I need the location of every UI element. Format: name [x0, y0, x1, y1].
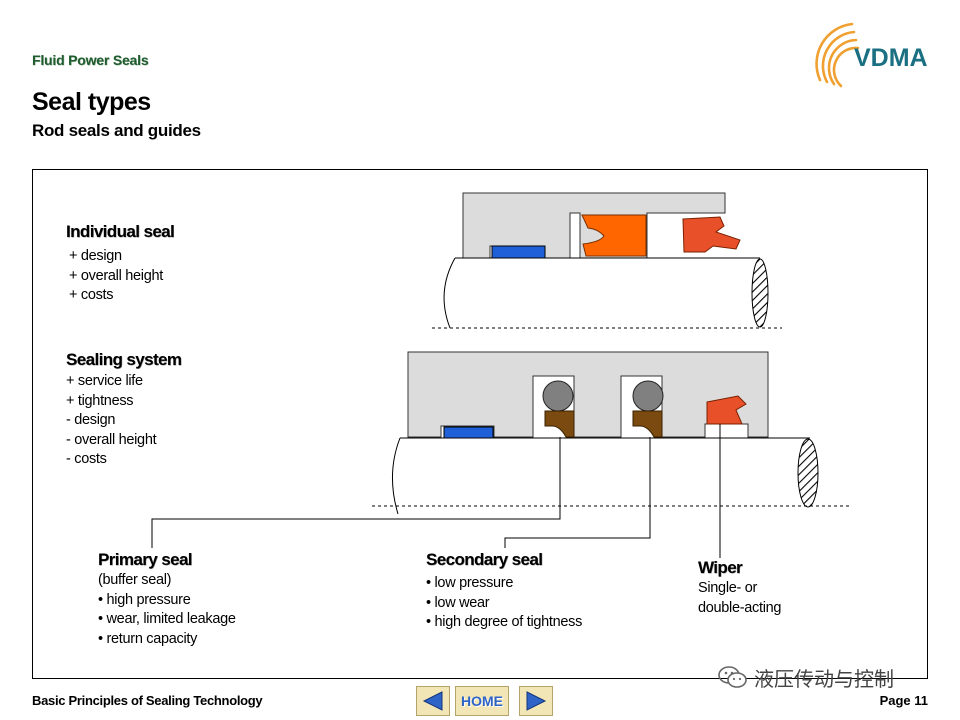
individual-seal-item: + design — [69, 248, 122, 264]
primary-seal-heading: Primary seal — [98, 550, 193, 569]
sealing-system-item: - overall height — [66, 431, 157, 448]
footer-course-title: Basic Principles of Sealing Technology — [32, 693, 263, 708]
primary-seal-item: • return capacity — [98, 630, 198, 647]
sealing-system-item: - design — [66, 412, 116, 428]
left-arrow-icon — [422, 691, 443, 711]
upper-guide-ring — [491, 245, 546, 259]
secondary-backup-ring — [632, 410, 663, 438]
brand-label: Fluid Power Seals — [32, 52, 149, 68]
upper-rod-section — [751, 258, 769, 328]
secondary-seal-leader — [504, 437, 651, 548]
lower-guide-ring — [443, 426, 494, 439]
content-frame — [32, 169, 928, 679]
individual-seal-heading: Individual seal — [66, 222, 175, 241]
watermark-text: 液压传动与控制 — [754, 668, 894, 691]
primary-backup-ring — [544, 410, 575, 438]
watermark: 液压传动与控制 — [718, 660, 938, 694]
page-subtitle: Rod seals and guides — [32, 121, 201, 140]
primary-oring — [542, 380, 574, 412]
secondary-seal-block: Secondary seal • low pressure • low wear… — [426, 550, 582, 633]
secondary-oring — [632, 380, 664, 412]
primary-seal-item: • wear, limited leakage — [98, 611, 236, 627]
vdma-logo-text: VDMA — [854, 44, 928, 72]
secondary-seal-item: • high degree of tightness — [426, 614, 583, 630]
sealing-system-item: + service life — [66, 373, 143, 389]
individual-seal-assembly — [432, 192, 782, 329]
sealing-system-assembly — [372, 351, 852, 515]
wechat-icon — [718, 666, 747, 688]
sealing-system-block: Sealing system + service life + tightnes… — [66, 350, 182, 470]
primary-seal-block: Primary seal (buffer seal) • high pressu… — [98, 550, 236, 649]
primary-seal-leader — [151, 437, 561, 548]
upper-primary-seal — [581, 214, 647, 257]
individual-seal-block: Individual seal + design + overall heigh… — [66, 222, 175, 306]
lower-wiper — [706, 395, 747, 425]
lower-rod-end-left — [391, 437, 401, 515]
primary-seal-item: • high pressure — [98, 591, 191, 608]
home-button[interactable]: HOME — [455, 686, 509, 716]
secondary-seal-item: • low wear — [426, 594, 490, 611]
lower-housing — [407, 351, 769, 438]
upper-wiper — [682, 216, 741, 253]
sealing-system-item: + tightness — [66, 392, 134, 409]
upper-rod-end-left — [443, 257, 456, 329]
wiper-item: Single- or — [698, 580, 758, 596]
wiper-item: double-acting — [698, 599, 782, 616]
individual-seal-item: + costs — [69, 287, 114, 303]
right-arrow-icon — [526, 691, 547, 711]
wiper-block: Wiper Single- or double-acting — [698, 558, 781, 618]
page-title: Seal types — [32, 88, 151, 116]
individual-seal-item: + overall height — [69, 267, 163, 284]
primary-seal-item: (buffer seal) — [98, 572, 172, 588]
vdma-logo: VDMA — [815, 22, 928, 88]
secondary-seal-item: • low pressure — [426, 575, 514, 591]
page-number: Page 11 — [879, 693, 928, 708]
wiper-heading: Wiper — [698, 558, 743, 577]
sealing-system-heading: Sealing system — [66, 350, 182, 369]
next-page-button[interactable] — [519, 686, 553, 716]
secondary-seal-heading: Secondary seal — [426, 550, 543, 569]
lower-rod-section — [797, 438, 819, 508]
sealing-system-item: - costs — [66, 451, 107, 467]
prev-page-button[interactable] — [416, 686, 450, 716]
